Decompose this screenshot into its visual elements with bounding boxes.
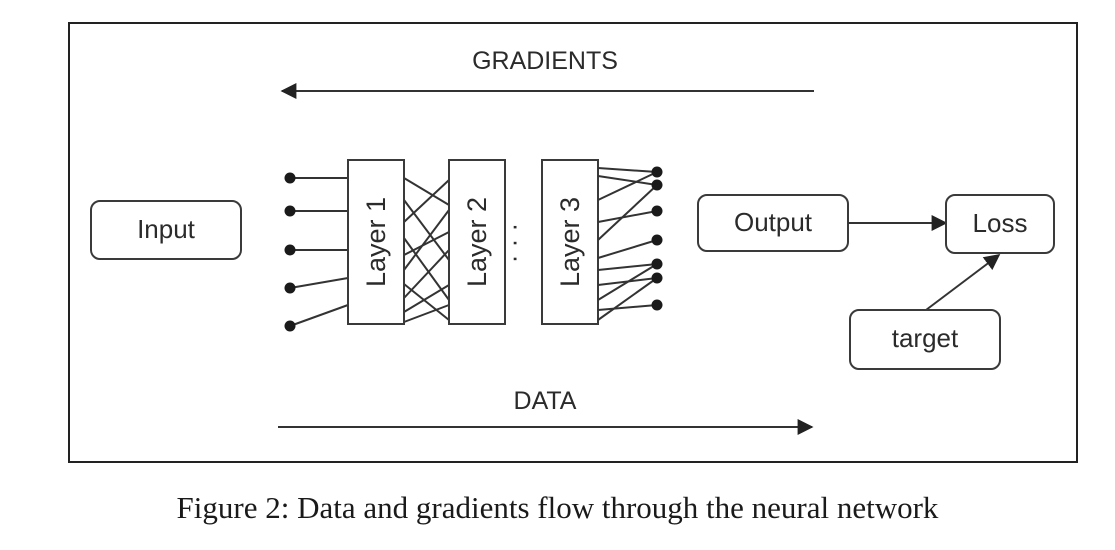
layer-3: Layer 3 bbox=[541, 159, 599, 325]
output-neuron bbox=[651, 179, 663, 191]
output-neuron bbox=[651, 166, 663, 178]
layer1-layer2-connections bbox=[403, 177, 450, 323]
loss-node: Loss bbox=[945, 194, 1055, 254]
target-to-loss-arrow bbox=[925, 254, 1001, 311]
figure-caption: Figure 2: Data and gradients flow throug… bbox=[176, 490, 939, 525]
data-label: DATA bbox=[514, 387, 577, 415]
input-neuron bbox=[284, 172, 296, 184]
input-neuron bbox=[284, 320, 296, 332]
gradients-label: GRADIENTS bbox=[472, 47, 618, 75]
layer-1: Layer 1 bbox=[347, 159, 405, 325]
input-connections bbox=[284, 172, 349, 332]
target-node-label: target bbox=[892, 323, 959, 353]
output-node: Output bbox=[697, 194, 849, 252]
output-neuron bbox=[651, 258, 663, 270]
output-neuron bbox=[651, 299, 663, 311]
output-neuron bbox=[651, 234, 663, 246]
output-connections bbox=[597, 166, 663, 321]
output-neuron bbox=[651, 205, 663, 217]
input-node-label: Input bbox=[137, 214, 196, 244]
target-node: target bbox=[849, 309, 1001, 370]
input-neuron bbox=[284, 244, 296, 256]
output-node-label: Output bbox=[734, 207, 813, 237]
layer-ellipsis: · · · bbox=[498, 223, 528, 263]
layer-1-label: Layer 1 bbox=[361, 197, 391, 287]
neural-network-flow-diagram: GRADIENTS DATA Input Layer 1 bbox=[68, 22, 1078, 463]
input-neuron bbox=[284, 205, 296, 217]
input-neuron bbox=[284, 282, 296, 294]
layer-3-label: Layer 3 bbox=[555, 197, 585, 287]
layer-2: Layer 2 bbox=[448, 159, 506, 325]
output-neuron bbox=[651, 272, 663, 284]
input-node: Input bbox=[90, 200, 242, 260]
loss-node-label: Loss bbox=[973, 208, 1028, 238]
layer-2-label: Layer 2 bbox=[462, 197, 492, 287]
